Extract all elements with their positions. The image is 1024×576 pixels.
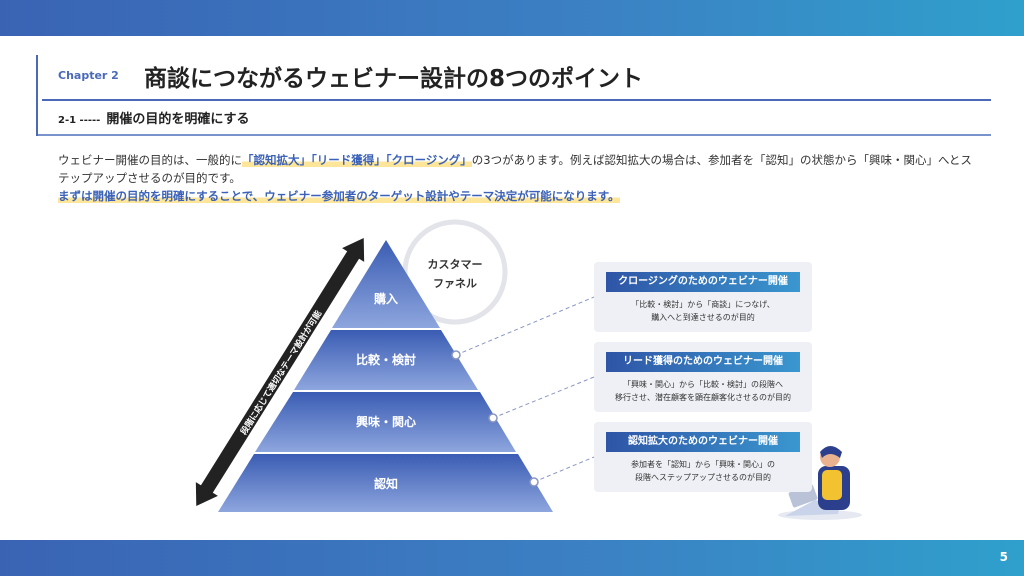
section-heading: 2-1 ----- 開催の目的を明確にする: [58, 108, 249, 127]
card-title: 認知拡大のためのウェビナー開催: [606, 432, 800, 452]
card-awareness: 認知拡大のためのウェビナー開催 参加者を「認知」から「興味・関心」の段階へステッ…: [594, 422, 812, 492]
funnel-label-line2: ファネル: [433, 277, 477, 290]
card-closing: クロージングのためのウェビナー開催 「比較・検討」から「商談」につなげ、購入へと…: [594, 262, 812, 332]
funnel-level-awareness: [218, 454, 553, 512]
card-title: クロージングのためのウェビナー開催: [606, 272, 800, 292]
section-number: 2-1 -----: [58, 115, 101, 126]
intro-text: ウェビナー開催の目的は、一般的に「認知拡大」「リード獲得」「クロージング」の3つ…: [58, 151, 978, 205]
page-number: 5: [999, 550, 1008, 564]
chapter-label: Chapter 2: [58, 69, 119, 82]
divider: [38, 134, 991, 136]
header-banner: [0, 0, 1024, 36]
funnel-level-purchase: [332, 240, 440, 328]
card-text: 「比較・検討」から「商談」につなげ、購入へと到達させるのが目的: [631, 300, 775, 322]
card-text: 「興味・関心」から「比較・検討」の段階へ移行させ、潜在顧客を顕在顧客化させるのが…: [615, 380, 791, 402]
funnel-label-line1: カスタマー: [428, 258, 483, 271]
card-title: リード獲得のためのウェビナー開催: [606, 352, 800, 372]
highlight-goals: 「認知拡大」「リード獲得」「クロージング」: [242, 153, 472, 167]
title-block: Chapter 2 商談につながるウェビナー設計の8つのポイント 2-1 ---…: [36, 55, 991, 136]
intro-part: の3つがあります。例えば認知拡大の場合は、参加者を「認知」の状態から「興味・関心…: [58, 153, 972, 185]
funnel-level-interest: [255, 392, 516, 452]
intro-part: ウェビナー開催の目的は、一般的に: [58, 153, 242, 167]
level-label: 認知: [374, 476, 398, 491]
connector-lines: [451, 296, 595, 487]
card-text: 参加者を「認知」から「興味・関心」の段階へステップアップさせるのが目的: [631, 460, 775, 482]
divider: [42, 99, 991, 101]
card-lead: リード獲得のためのウェビナー開催 「興味・関心」から「比較・検討」の段階へ移行さ…: [594, 342, 812, 412]
section-title: 開催の目的を明確にする: [106, 112, 250, 127]
level-label: 興味・関心: [356, 414, 416, 429]
funnel-level-consideration: [294, 330, 478, 390]
level-label: 比較・検討: [356, 352, 416, 367]
level-label: 購入: [373, 291, 398, 306]
page-title: 商談につながるウェビナー設計の8つのポイント: [144, 66, 644, 92]
footer-banner: 5: [0, 540, 1024, 576]
emphasis-text: まずは開催の目的を明確にすることで、ウェビナー参加者のターゲット設計やテーマ決定…: [58, 189, 620, 203]
